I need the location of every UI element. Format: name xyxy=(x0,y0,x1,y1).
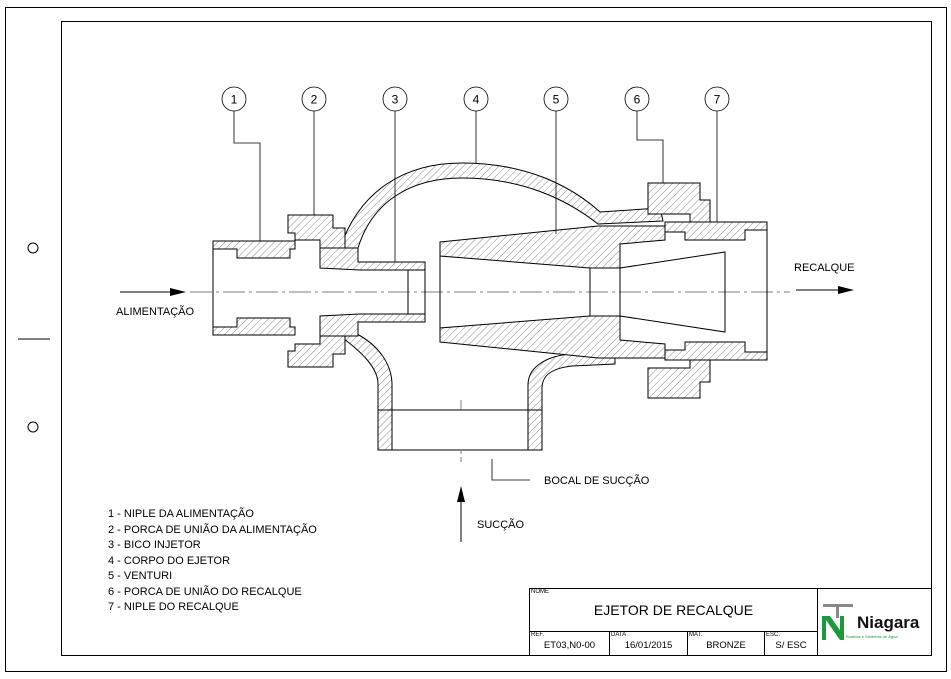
material-caption: MAT. xyxy=(689,632,703,638)
ejector-body xyxy=(338,162,664,451)
name-caption: NOME xyxy=(531,589,549,595)
callout-2 xyxy=(301,86,327,215)
callout-4 xyxy=(463,86,489,163)
brand-name: Niagara xyxy=(857,613,920,632)
callout-4-number: 4 xyxy=(473,93,480,107)
legend-item: 3 - BICO INJETOR xyxy=(108,539,201,551)
suction-label: SUCÇÃO xyxy=(477,518,525,531)
outer-border xyxy=(5,7,947,672)
callout-1 xyxy=(221,86,261,241)
outlet-label: RECALQUE xyxy=(794,262,855,274)
inlet-label: ALIMENTAÇÃO xyxy=(116,305,194,318)
callout-5-number: 5 xyxy=(553,93,560,107)
binder-hole-bottom xyxy=(27,421,39,433)
legend-item: 7 - NIPLE DO RECALQUE xyxy=(108,601,239,613)
callout-6-number: 6 xyxy=(634,93,641,107)
legend-item: 1 - NIPLE DA ALIMENTAÇÃO xyxy=(108,508,254,520)
title-block-frame xyxy=(529,588,932,656)
suction-nozzle-leader xyxy=(491,459,530,481)
material-value: BRONZE xyxy=(706,640,746,651)
callout-5 xyxy=(543,86,569,234)
ref-value: ET03,N0-00 xyxy=(543,640,596,651)
ref-caption: REF. xyxy=(531,632,545,638)
parts-legend: 1 - NIPLE DA ALIMENTAÇÃO 2 - PORCA DE UN… xyxy=(108,507,317,616)
binder-hole-top xyxy=(27,242,39,254)
drawing-title: EJETOR DE RECALQUE xyxy=(593,602,754,618)
callout-1-number: 1 xyxy=(231,93,238,107)
date-caption: DATA xyxy=(611,632,627,638)
inlet-nipple xyxy=(212,240,296,336)
legend-item: 6 - PORCA DE UNIÃO DO RECALQUE xyxy=(108,585,302,598)
outlet-nipple xyxy=(664,221,768,361)
inner-border xyxy=(61,21,932,656)
callout-7 xyxy=(704,86,730,222)
callout-7-number: 7 xyxy=(714,93,721,107)
venturi xyxy=(439,225,726,359)
callout-6 xyxy=(624,86,664,183)
legend-item: 2 - PORCA DE UNIÃO DA ALIMENTAÇÃO xyxy=(108,523,317,536)
injector-nozzle xyxy=(319,247,426,337)
scale-value: S/ ESC xyxy=(775,640,807,651)
callout-3 xyxy=(382,86,408,262)
callout-2-number: 2 xyxy=(311,93,318,107)
legend-item: 4 - CORPO DO EJETOR xyxy=(108,554,231,567)
niagara-logo-icon xyxy=(822,604,853,640)
outlet-flow-arrow xyxy=(796,286,854,294)
inlet-union-nut xyxy=(287,214,346,368)
inlet-flow-arrow xyxy=(120,288,186,296)
legend-item: 5 - VENTURI xyxy=(108,570,173,582)
brand-tagline: Bombas e Sistemas de Água xyxy=(846,634,898,639)
callout-3-number: 3 xyxy=(392,93,399,107)
scale-caption: ESC. xyxy=(766,632,781,638)
suction-nozzle-label: BOCAL DE SUCÇÃO xyxy=(544,474,650,487)
suction-flow-arrow xyxy=(457,486,465,542)
date-value: 16/01/2015 xyxy=(624,640,673,651)
